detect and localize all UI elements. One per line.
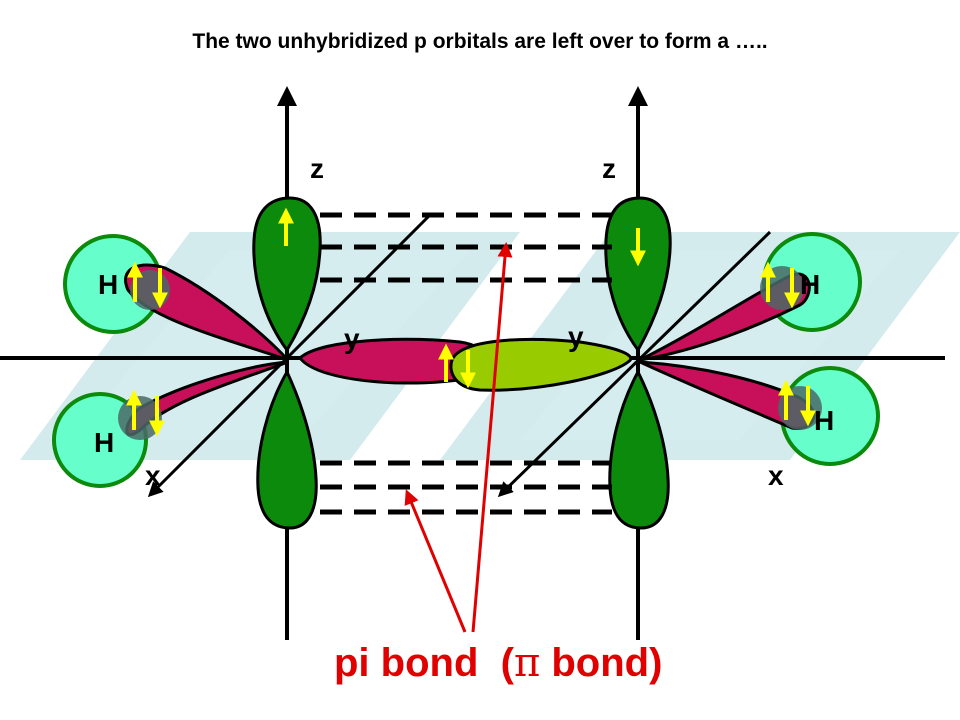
pi-bond-caption: pi bond (π bond) [334, 640, 662, 686]
h-label-top-right: H [800, 269, 820, 300]
caption-tail: bond) [540, 641, 662, 685]
z-label-right: z [602, 153, 616, 184]
p-orbital-right-bottom [608, 368, 670, 530]
caption-text: pi bond ( [334, 641, 515, 685]
y-label-left: y [344, 323, 360, 354]
pi-overlap-top [320, 212, 612, 283]
pi-overlap-bottom [320, 460, 612, 515]
annotation-arrow-top [471, 242, 513, 633]
h-label-bottom-right: H [814, 405, 834, 436]
x-label-left: x [145, 460, 161, 491]
p-orbital-left-bottom [256, 368, 318, 530]
h-label-bottom-left: H [94, 427, 114, 458]
h-label-top-left: H [98, 269, 118, 300]
p-orbital-left-top [252, 196, 322, 353]
x-label-right: x [768, 460, 784, 491]
x-axis-right [497, 230, 772, 498]
y-label-right: y [568, 321, 584, 352]
pi-symbol: π [514, 640, 540, 686]
x-axis-left [147, 213, 432, 498]
p-orbital-right-top [604, 196, 672, 353]
page-title: The two unhybridized p orbitals are left… [192, 30, 768, 53]
z-label-left: z [310, 153, 324, 184]
spin-arrows [126, 207, 816, 437]
annotation-arrow-bottom [404, 489, 467, 633]
